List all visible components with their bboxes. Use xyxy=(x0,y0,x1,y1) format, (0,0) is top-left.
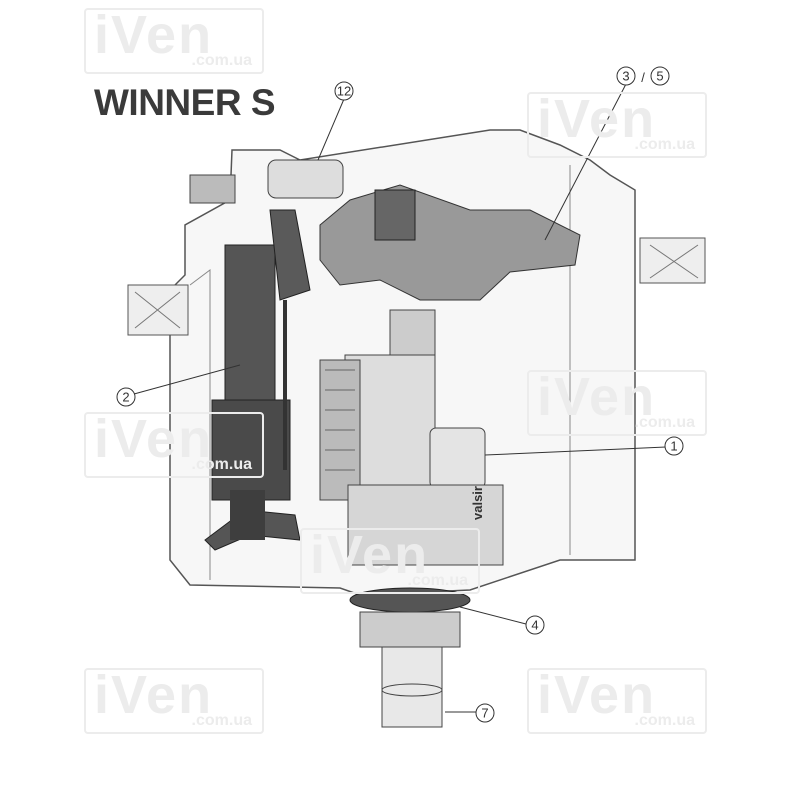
watermark-domain: .com.ua xyxy=(634,712,695,729)
callout-label: 2 xyxy=(122,390,129,405)
watermark-domain: .com.ua xyxy=(191,52,252,69)
callout-12: 12 xyxy=(334,81,354,101)
fill-valve xyxy=(224,244,276,406)
outlet-pipe xyxy=(381,646,443,728)
watermark: iVen.com.ua xyxy=(84,5,264,74)
watermark-text: iVen xyxy=(94,5,214,65)
callout-label: 4 xyxy=(531,618,538,633)
callout-label: 7 xyxy=(481,706,488,721)
callout-1: 1 xyxy=(664,436,684,456)
watermark-text: iVen xyxy=(537,89,657,149)
water-inlet xyxy=(189,174,236,204)
watermark: iVen.com.ua xyxy=(527,665,707,734)
watermark-domain: .com.ua xyxy=(191,712,252,729)
brand-mark: valsir xyxy=(470,486,485,520)
watermark: iVen.com.ua xyxy=(527,367,707,436)
callout-separator: / xyxy=(641,70,645,85)
watermark-text: iVen xyxy=(537,367,657,427)
leader-lines xyxy=(133,83,667,713)
watermark-domain: .com.ua xyxy=(407,572,468,589)
watermark: iVen.com.ua xyxy=(84,665,264,734)
watermark-text: iVen xyxy=(310,525,430,585)
callout-5: 5 xyxy=(650,66,670,86)
callout-4: 4 xyxy=(525,615,545,635)
callout-label: 5 xyxy=(656,69,663,84)
callout-label: 3 xyxy=(622,69,629,84)
watermark: iVen.com.ua xyxy=(84,409,264,478)
callout-2: 2 xyxy=(116,387,136,407)
watermark-text: iVen xyxy=(94,665,214,725)
watermark-text: iVen xyxy=(94,409,214,469)
product-title: WINNER S xyxy=(94,82,276,123)
watermark-domain: .com.ua xyxy=(634,136,695,153)
callout-label: 1 xyxy=(670,439,677,454)
watermark: iVen.com.ua xyxy=(527,89,707,158)
callout-3: 3 xyxy=(616,66,636,86)
callout-label: / xyxy=(641,70,645,85)
watermark-domain: .com.ua xyxy=(634,414,695,431)
watermark-text: iVen xyxy=(537,665,657,725)
callout-label: 12 xyxy=(337,84,351,99)
callout-7: 7 xyxy=(475,703,495,723)
watermark: iVen.com.ua xyxy=(300,525,480,594)
watermark-domain: .com.ua xyxy=(191,456,252,473)
